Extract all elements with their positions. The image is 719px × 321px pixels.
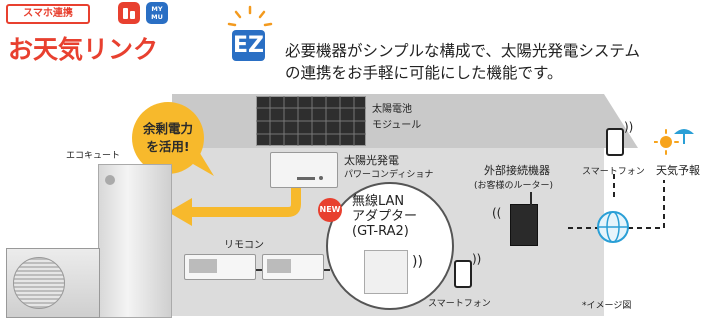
logo-ez: EZ (232, 30, 265, 61)
sun-rays-icon (227, 5, 273, 27)
surplus-power-arrow (168, 198, 192, 226)
image-note: *イメージ図 (582, 301, 632, 311)
eco-cute-label: エコキュート (66, 151, 121, 161)
heat-pump-unit (6, 248, 100, 318)
power-conditioner-label-1: 太陽光発電 (344, 154, 399, 167)
smartphone-bottom-label: スマートフォン (428, 299, 491, 309)
power-conditioner (270, 152, 338, 188)
lan-label-2: アダプター (352, 209, 418, 224)
lan-adapter-device (364, 250, 408, 294)
router-antenna (530, 192, 532, 206)
solar-module-label-2: モジュール (372, 120, 422, 131)
eco-cute-tank (98, 164, 172, 318)
smartphone-link-tag: スマホ連携 (6, 4, 90, 24)
app-icon-red (118, 2, 140, 24)
wifi-signal-icon: )) (624, 120, 634, 134)
logo-text: お天気リンク (8, 35, 159, 64)
lan-label-1: 無線LAN (352, 194, 405, 209)
description: 必要機器がシンプルな構成で、太陽光発電システム の連携をお手軽に可能にした機能で… (285, 40, 715, 84)
remote-controller-1 (184, 254, 256, 280)
router-device (510, 204, 538, 246)
wifi-signal-icon: )) (412, 254, 423, 270)
solar-module-label-1: 太陽電池 (372, 104, 412, 115)
new-badge: NEW (318, 198, 342, 222)
lan-label-3: (GT-RA2) (352, 224, 409, 239)
my-mu-app-icon: MY MU (146, 2, 168, 24)
solar-panel (256, 96, 366, 146)
bubble-tail (186, 150, 214, 176)
lan-adapter-label: 無線LAN アダプター (GT-RA2) (352, 194, 417, 239)
external-device-label-1: 外部接続機器 (484, 164, 550, 177)
smartphone-top-icon (606, 128, 624, 156)
power-conditioner-label-2: パワーコンディショナ (344, 170, 434, 180)
description-line-1: 必要機器がシンプルな構成で、太陽光発電システム (285, 42, 640, 60)
remote-label: リモコン (224, 240, 264, 251)
smartphone-bottom-icon (454, 260, 472, 288)
weather-forecast-label: 天気予報 (656, 164, 700, 177)
globe-icon (597, 211, 629, 243)
smartphone-top-label: スマートフォン (582, 167, 645, 177)
description-line-2: の連携をお手軽に可能にした機能です。 (285, 64, 563, 82)
external-device-label-2: (お客様のルーター) (474, 181, 554, 191)
wifi-signal-icon: )) (472, 252, 482, 266)
surplus-power-line (190, 184, 301, 217)
remote-controller-2 (262, 254, 324, 280)
weather-sun-umbrella-icon (654, 129, 694, 155)
wifi-signal-icon: (( (492, 206, 502, 220)
